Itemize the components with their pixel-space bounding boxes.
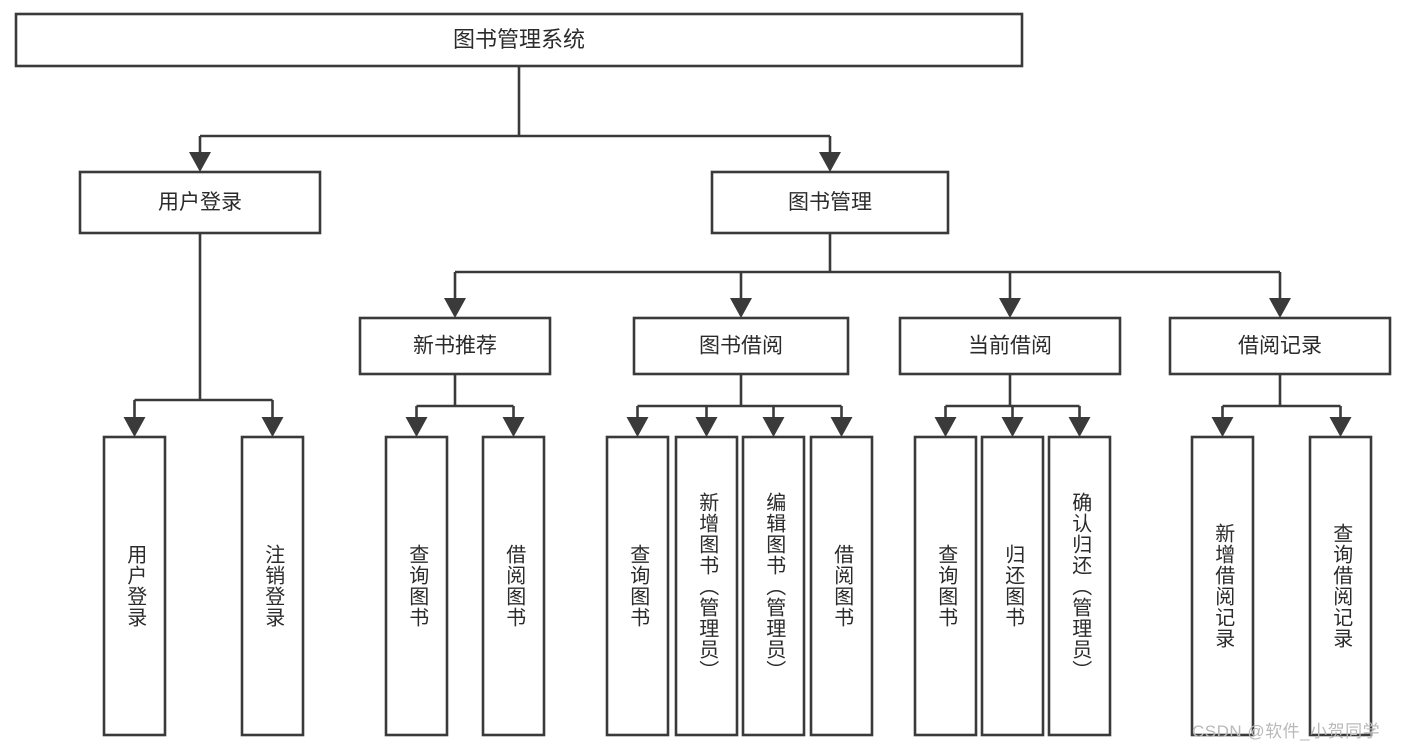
leaf-node-7[interactable] bbox=[809, 435, 874, 737]
level2-node-3-rect[interactable] bbox=[1168, 316, 1392, 376]
conn-level2-1-arrow-3 bbox=[830, 417, 853, 437]
level2-node-0-rect[interactable] bbox=[358, 316, 552, 376]
conn-level2-0-arrow-1 bbox=[502, 417, 525, 437]
level2-node-2[interactable]: 当前借阅 bbox=[898, 316, 1122, 376]
leaf-node-4[interactable] bbox=[605, 435, 670, 737]
root-node-book-management-system-label: 图书管理系统 bbox=[453, 27, 585, 52]
leaf-node-2[interactable] bbox=[384, 435, 449, 737]
level1-node-0-rect[interactable] bbox=[78, 170, 322, 235]
leaf-node-1-rect[interactable] bbox=[240, 435, 305, 737]
leaf-node-2-rect[interactable] bbox=[384, 435, 449, 737]
level2-node-1-label: 图书借阅 bbox=[699, 335, 783, 358]
conn-level2-2-arrow-1 bbox=[1001, 417, 1024, 437]
leaf-node-11-rect[interactable] bbox=[1190, 435, 1255, 737]
level2-node-0[interactable]: 新书推荐 bbox=[358, 316, 552, 376]
level2-node-0-label: 新书推荐 bbox=[413, 335, 497, 358]
leaf-node-12-rect[interactable] bbox=[1308, 435, 1373, 737]
leaf-node-12[interactable] bbox=[1308, 435, 1373, 737]
level2-node-1[interactable]: 图书借阅 bbox=[632, 316, 850, 376]
leaf-node-7-rect[interactable] bbox=[809, 435, 874, 737]
conn-level2-1-arrow-1 bbox=[695, 417, 718, 437]
leaf-node-10-rect[interactable] bbox=[1047, 435, 1112, 737]
leaf-node-0-rect[interactable] bbox=[102, 435, 167, 737]
conn-user-login-arrow-1 bbox=[261, 417, 284, 437]
conn-root-arrow-1 bbox=[819, 152, 841, 172]
conn-level2-3-arrow-1 bbox=[1329, 417, 1352, 437]
level1-node-1[interactable]: 图书管理 bbox=[710, 170, 950, 235]
leaf-node-6[interactable] bbox=[741, 435, 806, 737]
level2-node-3-label: 借阅记录 bbox=[1238, 335, 1322, 358]
level2-node-3[interactable]: 借阅记录 bbox=[1168, 316, 1392, 376]
leaf-node-9[interactable] bbox=[980, 435, 1045, 737]
leaf-node-5-rect[interactable] bbox=[674, 435, 739, 737]
leaf-node-8-rect[interactable] bbox=[913, 435, 978, 737]
leaf-node-11[interactable] bbox=[1190, 435, 1255, 737]
conn-book-mgmt-arrow-2 bbox=[999, 298, 1021, 318]
conn-root-arrow-0 bbox=[189, 152, 211, 172]
conn-book-mgmt-arrow-1 bbox=[730, 298, 752, 318]
leaf-node-6-rect[interactable] bbox=[741, 435, 806, 737]
level2-node-1-rect[interactable] bbox=[632, 316, 850, 376]
conn-book-mgmt-arrow-3 bbox=[1269, 298, 1291, 318]
level1-node-0-label: 用户登录 bbox=[158, 191, 242, 214]
leaf-node-3[interactable] bbox=[481, 435, 546, 737]
leaf-node-8[interactable] bbox=[913, 435, 978, 737]
level1-node-0[interactable]: 用户登录 bbox=[78, 170, 322, 235]
conn-user-login-arrow-0 bbox=[123, 417, 146, 437]
conn-level2-1-arrow-2 bbox=[762, 417, 785, 437]
level2-node-2-label: 当前借阅 bbox=[968, 335, 1052, 358]
leaf-node-1[interactable] bbox=[240, 435, 305, 737]
conn-level2-1-arrow-0 bbox=[626, 417, 649, 437]
leaf-node-3-rect[interactable] bbox=[481, 435, 546, 737]
leaf-node-4-rect[interactable] bbox=[605, 435, 670, 737]
conn-book-mgmt-arrow-0 bbox=[444, 298, 466, 318]
leaf-node-9-rect[interactable] bbox=[980, 435, 1045, 737]
conn-level2-0-arrow-0 bbox=[405, 417, 428, 437]
conn-level2-2-arrow-0 bbox=[934, 417, 957, 437]
leaf-node-5[interactable] bbox=[674, 435, 739, 737]
leaf-node-0[interactable] bbox=[102, 435, 167, 737]
root-node-book-management-system[interactable]: 图书管理系统 bbox=[14, 12, 1024, 68]
csdn-watermark: CSDN @软件_小贺同学 bbox=[1192, 722, 1381, 741]
level2-node-2-rect[interactable] bbox=[898, 316, 1122, 376]
root-node-book-management-system-rect[interactable] bbox=[14, 12, 1024, 68]
level1-node-1-label: 图书管理 bbox=[788, 191, 872, 214]
conn-level2-3-arrow-0 bbox=[1211, 417, 1234, 437]
connectors-layer bbox=[123, 66, 1352, 437]
conn-level2-2-arrow-2 bbox=[1068, 417, 1091, 437]
leaf-node-10[interactable] bbox=[1047, 435, 1112, 737]
level1-node-1-rect[interactable] bbox=[710, 170, 950, 235]
